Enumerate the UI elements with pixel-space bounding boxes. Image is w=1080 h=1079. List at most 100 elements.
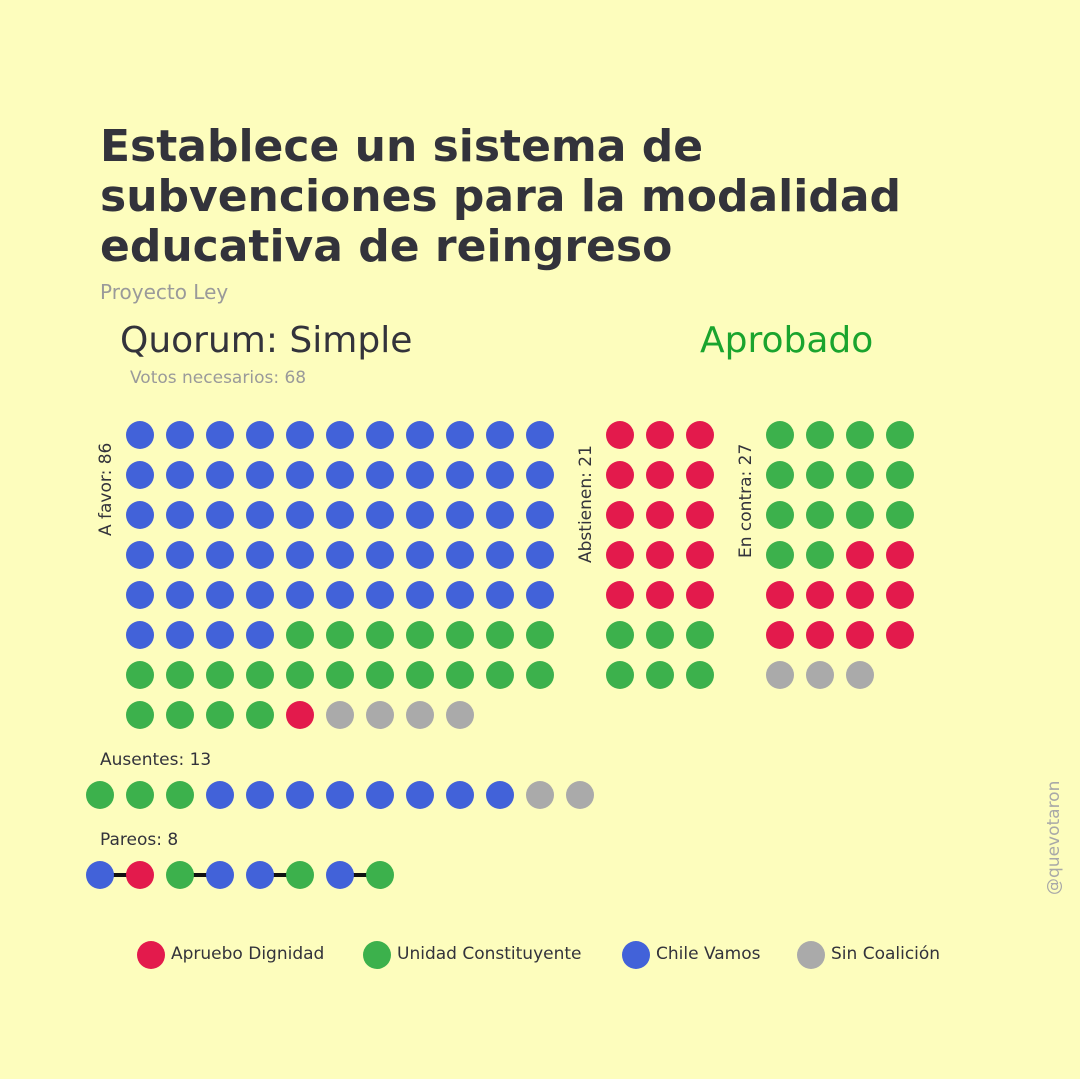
en-contra-dot: [886, 501, 914, 529]
pareo-dot: [86, 861, 114, 889]
en-contra-dot: [886, 461, 914, 489]
a-favor-dot: [526, 581, 554, 609]
ausentes-dot: [126, 781, 154, 809]
chart-subtitle: Proyecto Ley: [100, 280, 229, 304]
a-favor-dot: [486, 621, 514, 649]
a-favor-dot: [166, 421, 194, 449]
abstienen-dot: [646, 621, 674, 649]
legend-label: Apruebo Dignidad: [171, 944, 325, 964]
legend-swatch: [797, 941, 825, 969]
a-favor-dot: [166, 661, 194, 689]
a-favor-dot: [246, 541, 274, 569]
legend-swatch: [137, 941, 165, 969]
a-favor-dot: [166, 621, 194, 649]
pareo-link: [180, 873, 220, 877]
a-favor-dot: [246, 621, 274, 649]
a-favor-dot: [166, 541, 194, 569]
a-favor-dot: [246, 581, 274, 609]
a-favor-dot: [446, 421, 474, 449]
abstienen-label: Abstienen: 21: [576, 445, 596, 563]
a-favor-dot: [446, 501, 474, 529]
a-favor-dot: [526, 461, 554, 489]
legend-label: Chile Vamos: [656, 944, 761, 964]
a-favor-dot: [446, 581, 474, 609]
en-contra-dot: [806, 501, 834, 529]
a-favor-dot: [526, 621, 554, 649]
en-contra-dot: [806, 661, 834, 689]
abstienen-dot: [606, 581, 634, 609]
en-contra-dot: [886, 581, 914, 609]
a-favor-dot: [286, 501, 314, 529]
a-favor-dot: [366, 661, 394, 689]
en-contra-dot: [766, 461, 794, 489]
en-contra-dot: [766, 581, 794, 609]
ausentes-dot: [486, 781, 514, 809]
a-favor-dot: [246, 461, 274, 489]
en-contra-dot: [766, 661, 794, 689]
a-favor-dot: [246, 661, 274, 689]
en-contra-dot: [806, 581, 834, 609]
a-favor-dot: [406, 661, 434, 689]
abstienen-dot: [606, 501, 634, 529]
a-favor-dot: [486, 661, 514, 689]
chart-title: Establece un sistema de subvenciones par…: [100, 121, 902, 272]
en-contra-dot: [846, 501, 874, 529]
a-favor-dot: [126, 501, 154, 529]
en-contra-dot: [846, 581, 874, 609]
a-favor-dot: [326, 581, 354, 609]
a-favor-dot: [406, 461, 434, 489]
a-favor-dot: [486, 461, 514, 489]
pareo-dot: [126, 861, 154, 889]
a-favor-dot: [486, 541, 514, 569]
a-favor-dot: [126, 701, 154, 729]
en-contra-dot: [886, 541, 914, 569]
a-favor-dot: [486, 581, 514, 609]
a-favor-dot: [366, 621, 394, 649]
a-favor-dot: [526, 661, 554, 689]
abstienen-dot: [686, 461, 714, 489]
abstienen-dot: [646, 661, 674, 689]
a-favor-dot: [446, 701, 474, 729]
abstienen-dot: [646, 541, 674, 569]
a-favor-dot: [286, 621, 314, 649]
votes-needed-label: Votos necesarios: 68: [130, 368, 307, 388]
en-contra-dot: [886, 421, 914, 449]
a-favor-dot: [446, 621, 474, 649]
a-favor-dot: [526, 541, 554, 569]
en-contra-dot: [766, 501, 794, 529]
en-contra-dot: [766, 621, 794, 649]
a-favor-dot: [406, 701, 434, 729]
en-contra-dot: [886, 621, 914, 649]
ausentes-dot: [326, 781, 354, 809]
ausentes-dot: [246, 781, 274, 809]
en-contra-dot: [846, 621, 874, 649]
a-favor-dot: [526, 421, 554, 449]
en-contra-dot: [806, 461, 834, 489]
ausentes-dot: [526, 781, 554, 809]
en-contra-dot: [766, 541, 794, 569]
a-favor-dot: [526, 501, 554, 529]
legend-label: Unidad Constituyente: [397, 944, 582, 964]
a-favor-dot: [446, 461, 474, 489]
ausentes-dot: [166, 781, 194, 809]
a-favor-dot: [166, 701, 194, 729]
en-contra-dot: [846, 661, 874, 689]
a-favor-dot: [206, 541, 234, 569]
abstienen-dot: [606, 621, 634, 649]
abstienen-dot: [606, 541, 634, 569]
ausentes-dot: [86, 781, 114, 809]
result-label: Aprobado: [700, 320, 874, 361]
a-favor-dot: [486, 421, 514, 449]
en-contra-dot: [806, 541, 834, 569]
a-favor-dot: [326, 461, 354, 489]
pareo-link: [100, 873, 140, 877]
a-favor-dot: [286, 661, 314, 689]
abstienen-dot: [686, 501, 714, 529]
a-favor-dot: [206, 661, 234, 689]
ausentes-dot: [286, 781, 314, 809]
legend-swatch: [363, 941, 391, 969]
a-favor-dot: [366, 501, 394, 529]
abstienen-dot: [646, 421, 674, 449]
author-handle: @quevotaron: [1044, 780, 1064, 895]
a-favor-dot: [246, 421, 274, 449]
